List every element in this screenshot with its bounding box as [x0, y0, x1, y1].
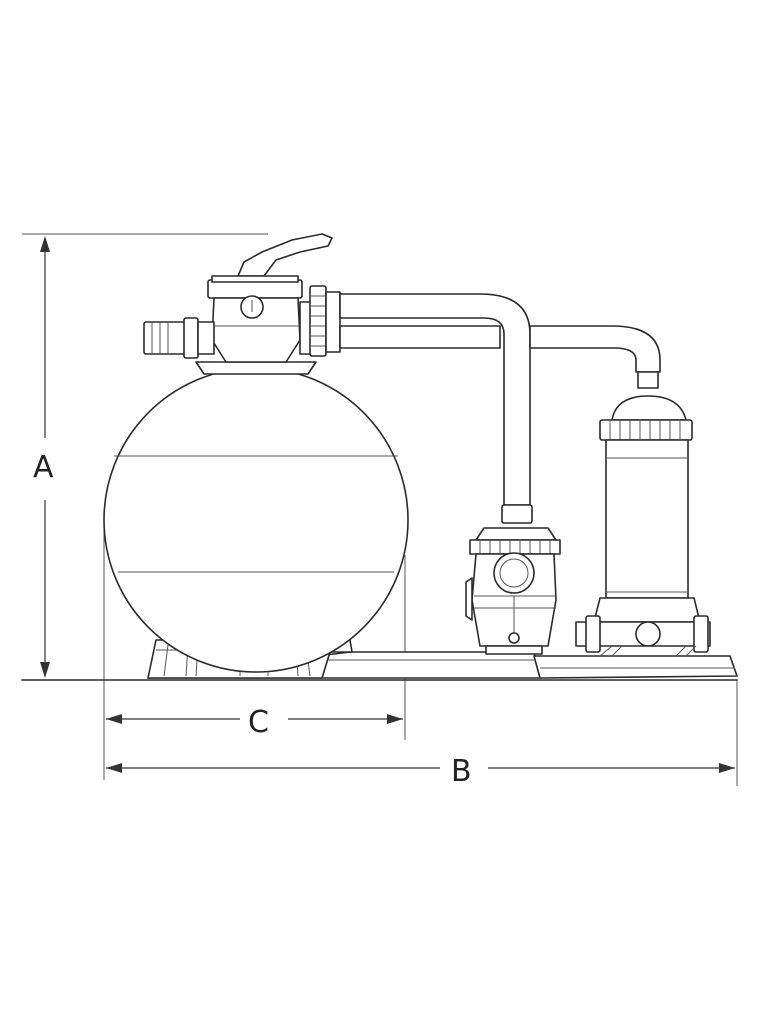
- dimension-b: B: [106, 680, 738, 789]
- tank-body: [103, 367, 409, 673]
- dimension-c-label: C: [248, 705, 269, 740]
- cartridge-housing: [605, 439, 689, 599]
- dimension-b-label: B: [451, 754, 472, 789]
- piping: [339, 293, 661, 506]
- pump: [465, 504, 561, 655]
- valve-handle: [237, 233, 333, 277]
- dimension-a-label: A: [33, 450, 54, 485]
- dimension-a: A: [22, 233, 268, 678]
- dimension-c: C: [103, 530, 406, 780]
- cartridge-filter: [575, 371, 711, 657]
- sand-filter-tank: [103, 361, 409, 679]
- multiport-valve: [143, 233, 341, 363]
